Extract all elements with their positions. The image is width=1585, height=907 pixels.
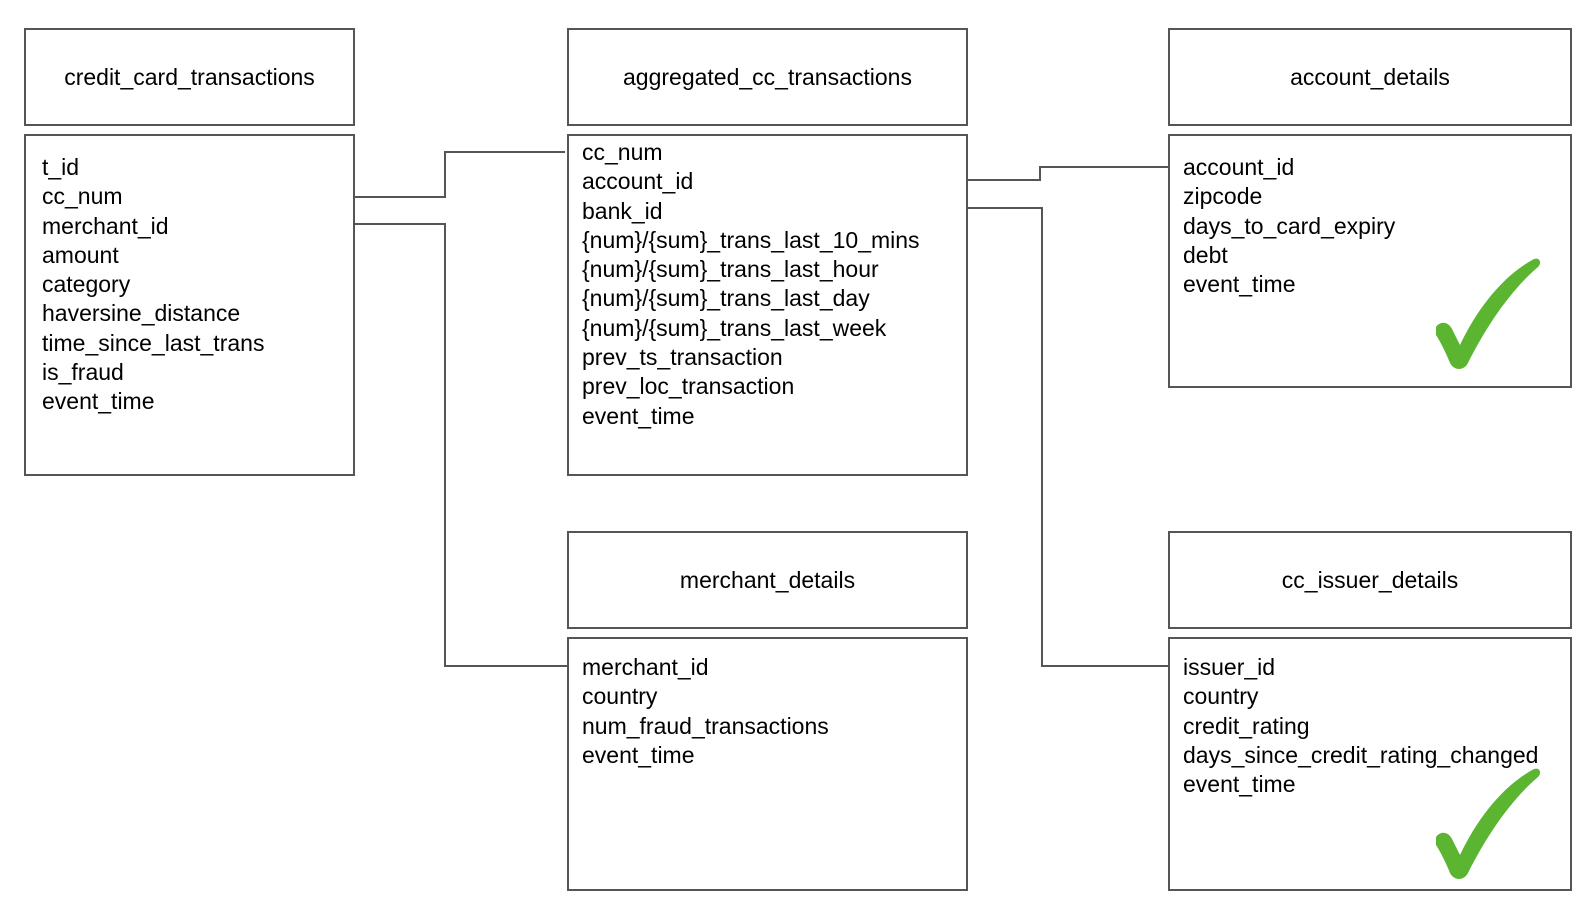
field-haversine-distance: haversine_distance	[42, 300, 241, 327]
field-zipcode: zipcode	[1183, 183, 1263, 210]
cc-issuer-details-title: cc_issuer_details	[1281, 566, 1459, 593]
merchant-details-header: merchant_details	[567, 531, 968, 629]
field-issuer-id: issuer_id	[1183, 654, 1276, 680]
aggregated-cc-transactions-fields: cc_num account_id bank_id {num}/{sum}_tr…	[567, 134, 968, 476]
field-days-since-credit-rating-changed: days_since_credit_rating_changed	[1183, 741, 1539, 768]
field-merchant-id: merchant_id	[42, 212, 169, 239]
merchant-details-title: merchant_details	[679, 566, 856, 593]
field-is-fraud: is_fraud	[42, 359, 124, 386]
field-t-id: t_id	[42, 154, 80, 180]
field-category: category	[42, 271, 131, 298]
field-num-fraud-transactions: num_fraud_transactions	[582, 712, 829, 739]
cc-issuer-details-header: cc_issuer_details	[1168, 531, 1572, 629]
field-amount: amount	[42, 241, 119, 268]
field-account-id: account_id	[1183, 154, 1295, 180]
field-account-id: account_id	[582, 168, 694, 195]
field-country: country	[582, 683, 658, 710]
field-time-since-last-trans: time_since_last_trans	[42, 329, 265, 356]
account-details-fields: account_id zipcode days_to_card_expiry d…	[1168, 134, 1572, 388]
field-event-time: event_time	[582, 402, 695, 429]
cc-issuer-details-fields: issuer_id country credit_rating days_sin…	[1168, 637, 1572, 891]
field-trans-last-hour: {num}/{sum}_trans_last_hour	[582, 256, 879, 283]
field-cc-num: cc_num	[582, 139, 663, 165]
field-event-time: event_time	[582, 741, 695, 768]
field-event-time: event_time	[1183, 771, 1296, 798]
aggregated-cc-transactions-title: aggregated_cc_transactions	[623, 63, 912, 90]
field-country: country	[1183, 683, 1259, 710]
field-prev-loc-transaction: prev_loc_transaction	[582, 373, 795, 400]
field-credit-rating: credit_rating	[1183, 712, 1310, 739]
account-details-title: account_details	[1290, 63, 1450, 90]
checkmark-icon	[1436, 258, 1541, 369]
field-trans-last-day: {num}/{sum}_trans_last_day	[582, 285, 870, 312]
credit-card-transactions-header: credit_card_transactions	[24, 28, 355, 126]
field-cc-num: cc_num	[42, 183, 123, 210]
field-prev-ts-transaction: prev_ts_transaction	[582, 344, 783, 371]
field-event-time: event_time	[1183, 271, 1296, 298]
credit-card-transactions-title: credit_card_transactions	[64, 63, 315, 90]
field-trans-last-10-mins: {num}/{sum}_trans_last_10_mins	[582, 226, 920, 253]
field-debt: debt	[1183, 241, 1228, 268]
field-event-time: event_time	[42, 388, 155, 415]
field-trans-last-week: {num}/{sum}_trans_last_week	[582, 314, 887, 341]
merchant-details-fields: merchant_id country num_fraud_transactio…	[567, 637, 968, 891]
aggregated-cc-transactions-header: aggregated_cc_transactions	[567, 28, 968, 126]
checkmark-icon	[1436, 768, 1541, 879]
credit-card-transactions-fields: t_id cc_num merchant_id amount category …	[24, 134, 355, 476]
account-details-header: account_details	[1168, 28, 1572, 126]
field-days-to-card-expiry: days_to_card_expiry	[1183, 212, 1396, 239]
field-bank-id: bank_id	[582, 197, 663, 224]
field-merchant-id: merchant_id	[582, 654, 709, 680]
